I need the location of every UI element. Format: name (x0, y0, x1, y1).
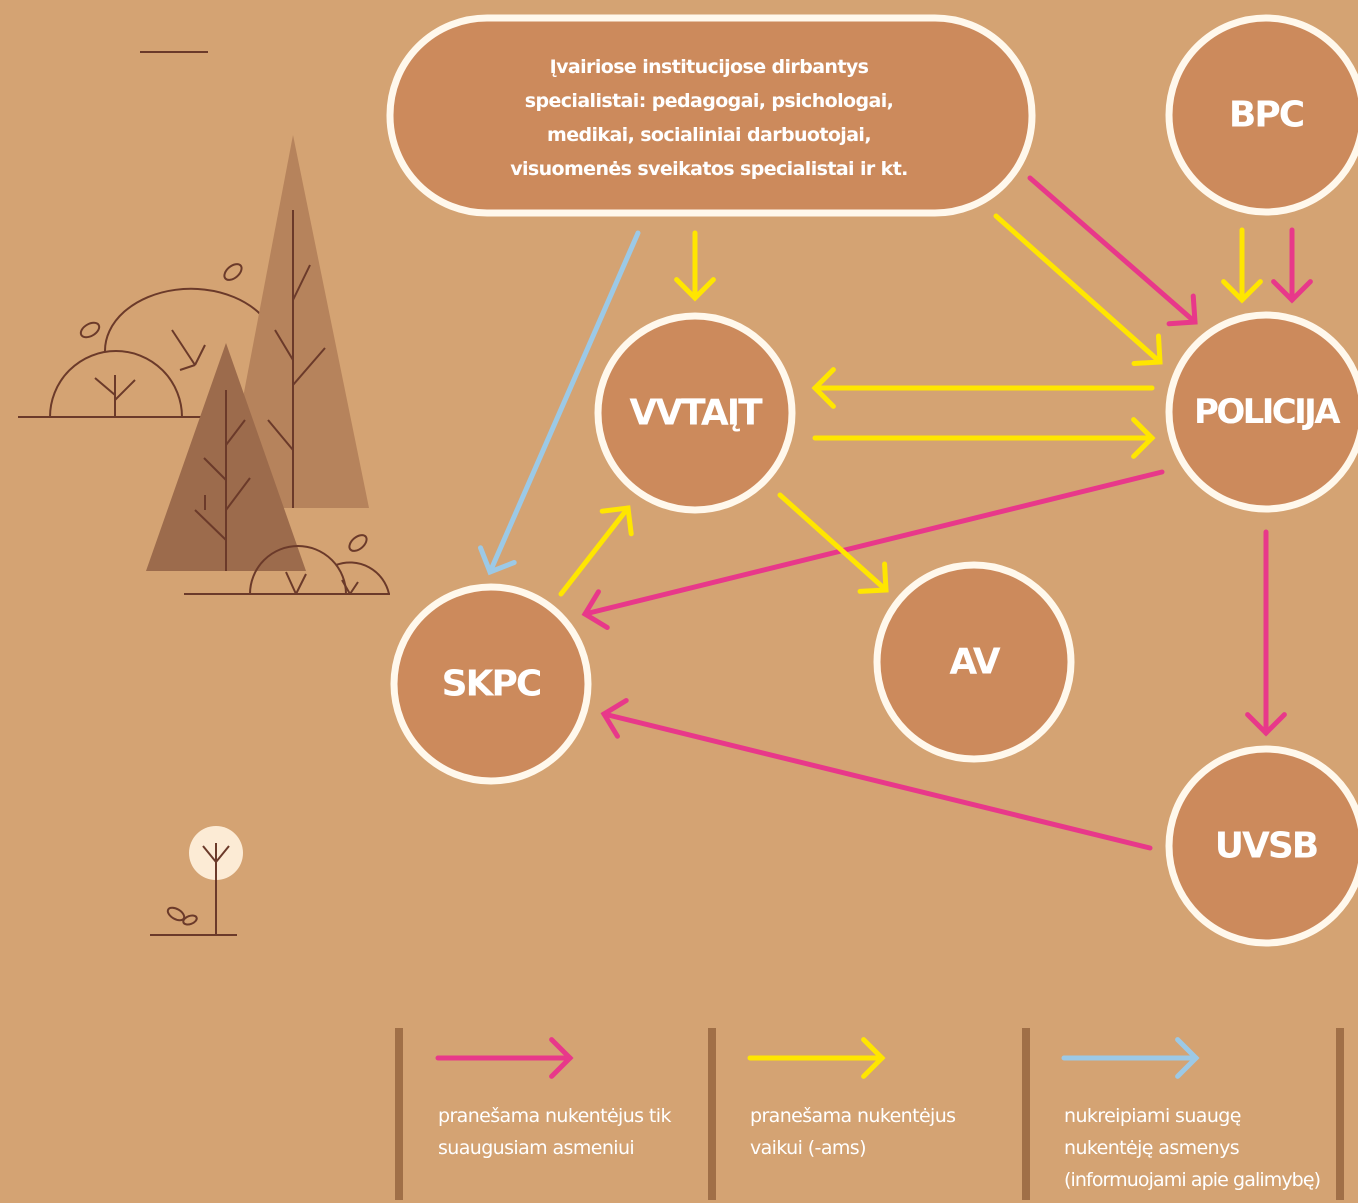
arrow-box-to-skpc (478, 230, 641, 576)
arrow-bpc-to-policija-yellow (1221, 227, 1263, 304)
box-line-3: medikai, socialiniai darbuotojai, (547, 124, 871, 146)
node-bpc-label: BPC (1229, 95, 1304, 136)
node-av: AV (873, 561, 1075, 763)
node-bpc-circle (1165, 14, 1358, 216)
node-bpc: BPC (1165, 14, 1358, 216)
legend-blue-line-3: (informuojami apie galimybę) (1064, 1169, 1320, 1191)
node-av-label: AV (949, 642, 1000, 683)
node-vvtait-label: VVTAĮT (629, 393, 763, 434)
legend-divider (1336, 1028, 1344, 1200)
node-skpc-circle (390, 583, 592, 785)
legend-pink-line-1: pranešama nukentėjus tik (438, 1105, 671, 1127)
arrow-policija-to-uvsb (1245, 529, 1287, 737)
arrow-skpc-to-vvtait (558, 505, 634, 597)
node-vvtait: VVTAĮT (594, 312, 796, 514)
legend-pink-line-2: suaugusiam asmeniui (438, 1137, 634, 1159)
legend-divider (1022, 1028, 1030, 1200)
arrow-vvtait-to-policija (812, 417, 1156, 459)
tree-icon (146, 343, 306, 571)
arrow-policija-to-skpc (581, 469, 1165, 630)
node-uvsb-circle (1165, 745, 1358, 947)
legend-blue-line-1: nukreipiami suaugę (1064, 1105, 1241, 1127)
legend-yellow-line-2: vaikui (-ams) (750, 1137, 866, 1159)
arrow-box-to-policija-pink (1027, 175, 1198, 327)
box-line-2: specialistai: pedagogai, psichologai, (525, 90, 893, 112)
node-skpc: SKPC (390, 583, 592, 785)
legend-yellow-line-1: pranešama nukentėjus (750, 1105, 955, 1127)
legend-blue-arrow (1061, 1037, 1200, 1079)
node-uvsb-label: UVSB (1215, 826, 1317, 867)
legend: pranešama nukentėjus tik suaugusiam asme… (395, 1028, 1344, 1200)
box-line-4: visuomenės sveikatos specialistai ir kt. (510, 158, 908, 180)
box-line-1: Įvairiose institucijose dirbantys (550, 56, 869, 78)
arrow-vvtait-to-av (777, 492, 889, 594)
node-skpc-label: SKPC (442, 664, 541, 705)
node-policija: POLICIJA (1165, 311, 1358, 513)
arrow-policija-to-vvtait (811, 367, 1155, 409)
arrow-uvsb-to-skpc (600, 698, 1153, 851)
node-policija-circle (1165, 311, 1358, 513)
arrows-layer (478, 175, 1313, 851)
node-vvtait-circle (594, 312, 796, 514)
decorative-illustration (18, 51, 390, 936)
tree-icon (222, 135, 369, 508)
legend-pink-arrow (435, 1037, 574, 1079)
legend-divider (395, 1028, 403, 1200)
sapling-icon (150, 826, 243, 936)
legend-blue-line-2: nukentėję asmenys (1064, 1137, 1239, 1159)
node-uvsb: UVSB (1165, 745, 1358, 947)
arrow-box-to-vvtait (674, 230, 716, 302)
node-policija-label: POLICIJA (1194, 392, 1341, 432)
specialists-box-shape (386, 14, 1036, 217)
arrow-bpc-to-policija-pink (1271, 227, 1313, 304)
arrow-box-to-policija-yellow (993, 213, 1163, 367)
node-av-circle (873, 561, 1075, 763)
bush-icon (184, 534, 390, 595)
legend-yellow-arrow (747, 1037, 886, 1079)
legend-divider (708, 1028, 716, 1200)
specialists-box: Įvairiose institucijose dirbantys specia… (386, 14, 1036, 217)
legend-arrows (435, 1037, 1200, 1079)
